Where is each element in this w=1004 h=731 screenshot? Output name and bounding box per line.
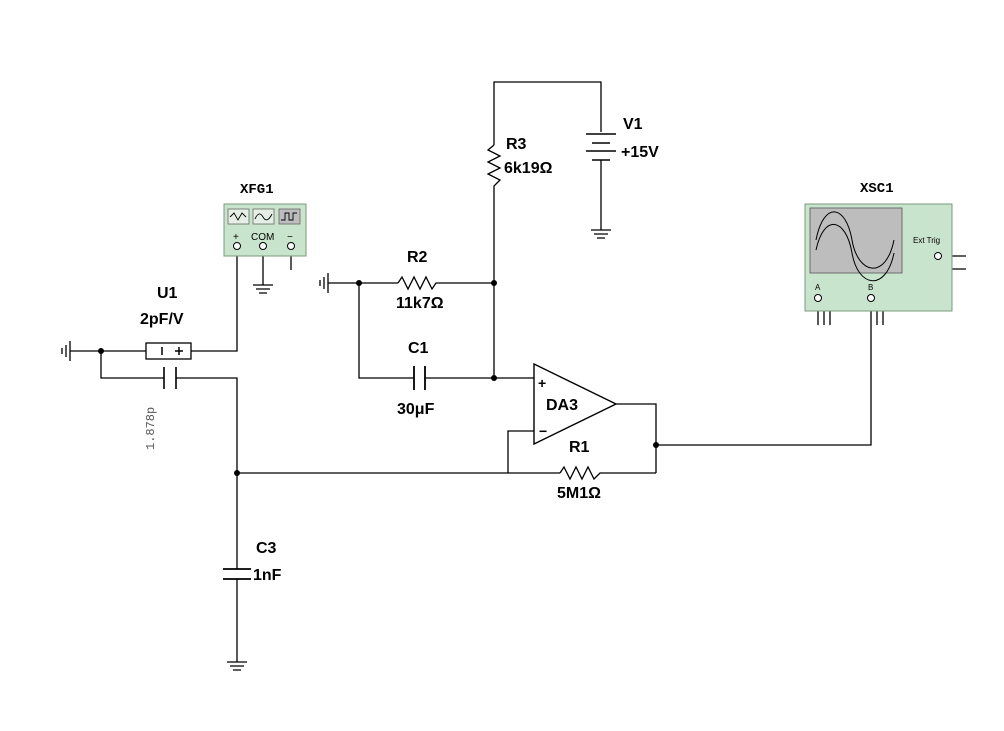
junction-dot [98, 348, 104, 354]
channel-a-label: A [815, 283, 821, 292]
xfg-minus-label: − [287, 232, 293, 243]
c1-ref-label: C1 [408, 340, 429, 357]
r1-ref-label: R1 [569, 439, 590, 456]
wire-opamp-out [616, 403, 657, 473]
v1-value-label: +15V [621, 144, 659, 161]
xfg-com-terminal[interactable] [259, 242, 267, 250]
junction-dot [356, 280, 362, 286]
r2-value-label: 11k7Ω [396, 295, 444, 312]
u1-value-label: 2pF/V [140, 311, 184, 328]
c1-value-label: 30μF [397, 401, 435, 418]
probe-capacitor [163, 367, 177, 389]
sine-wave-icon[interactable] [229, 212, 247, 221]
xfg-plus-label: + [233, 232, 239, 243]
junction-dot [653, 442, 659, 448]
r2-ref-label: R2 [407, 249, 428, 266]
ext-trig-label: Ext Trig [913, 236, 940, 245]
c3-ref-label: C3 [256, 540, 277, 557]
battery-v1[interactable] [586, 133, 616, 161]
ground-u1 [61, 341, 71, 361]
ground-r2 [319, 273, 329, 293]
resistor-r1[interactable] [559, 465, 604, 481]
scope-trace-b [815, 224, 895, 282]
wire-probe-right [176, 377, 238, 473]
wire-u1-to-xfg [191, 250, 238, 352]
wire-c1-left [358, 283, 414, 379]
xfg-plus-terminal[interactable] [233, 242, 241, 250]
wire-to-scope [656, 299, 872, 446]
xsc-ref-label: XSC1 [860, 181, 894, 197]
xfg-com-label: COM [251, 232, 274, 243]
opamp-minus-label: − [539, 423, 547, 439]
square-wave-icon[interactable] [281, 212, 297, 221]
junctions [98, 280, 659, 476]
junction-dot [234, 470, 240, 476]
junction-dot [491, 280, 497, 286]
ext-trig-terminal[interactable] [934, 252, 942, 260]
channel-b-terminal[interactable] [867, 294, 875, 302]
ground-xfg [253, 284, 273, 294]
r1-value-label: 5M1Ω [557, 485, 601, 502]
junction-dot [491, 375, 497, 381]
ground-v1 [591, 229, 611, 239]
u1-ref-label: U1 [157, 285, 178, 302]
resistor-r2[interactable] [397, 275, 440, 291]
scope-trace-a [815, 211, 895, 269]
xfg-ref-label: XFG1 [240, 182, 274, 198]
opamp-plus-label: + [538, 375, 546, 391]
xfg-minus-terminal[interactable] [287, 242, 295, 250]
function-generator-xfg1[interactable] [223, 203, 307, 257]
wire-r3-top [493, 81, 602, 145]
opamp-da3[interactable] [533, 362, 618, 446]
scope-screen [809, 207, 903, 274]
wire-opamp-minus [507, 430, 534, 473]
varicap-u1[interactable] [145, 342, 192, 360]
r3-value-label: 6k19Ω [504, 160, 553, 177]
da3-ref-label: DA3 [546, 397, 578, 414]
channel-b-label: B [868, 283, 873, 292]
capacitor-c1[interactable] [413, 366, 426, 390]
channel-a-terminal[interactable] [814, 294, 822, 302]
probe-reading: 1.878p [144, 407, 158, 450]
oscilloscope-xsc1[interactable] [804, 203, 953, 312]
ground-c3 [227, 661, 247, 671]
v1-ref-label: V1 [623, 116, 643, 133]
capacitor-c3[interactable] [223, 568, 251, 580]
triangle-wave-icon[interactable] [254, 213, 273, 221]
c3-value-label: 1nF [253, 567, 282, 584]
wire-probe-loop [100, 351, 164, 379]
resistor-r3[interactable] [486, 144, 502, 190]
r3-ref-label: R3 [506, 136, 527, 153]
